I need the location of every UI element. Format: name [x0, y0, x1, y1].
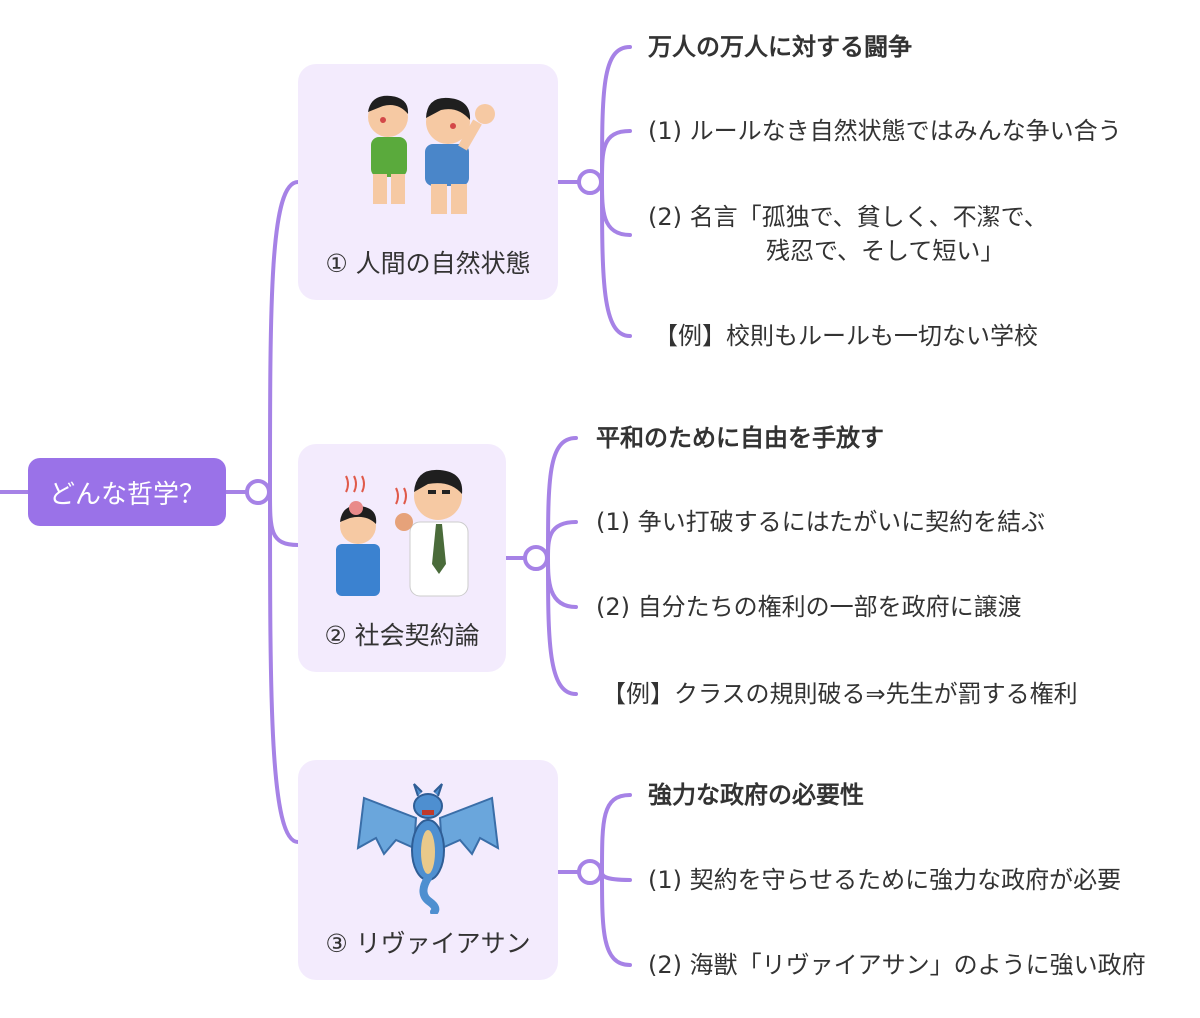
leaf-line-1: (2) 名言「孤独で、貧しく、不潔で、 — [648, 203, 1048, 231]
scolding-teacher-illustration — [336, 469, 469, 597]
branch-2-node — [523, 545, 549, 571]
leaf-item: (1) 契約を守らせるために強力な政府が必要 — [648, 866, 1122, 894]
branch-label: ③ リヴァイアサン — [325, 929, 531, 958]
branch-label: ② 社会契約論 — [324, 621, 480, 650]
leaf-item: 強力な政府の必要性 — [648, 781, 864, 809]
branch-card-leviathan[interactable]: ③ リヴァイアサン — [298, 760, 558, 980]
branch-card-social-contract[interactable]: ② 社会契約論 — [298, 444, 506, 672]
leaf-item: 平和のために自由を手放す — [596, 424, 884, 452]
leaf-item: (1) ルールなき自然状態ではみんな争い合う — [648, 117, 1122, 145]
leaf-item-multiline: (2) 名言「孤独で、貧しく、不潔で、 残忍で、そして短い」 — [648, 200, 1048, 268]
branch-card-natural-state[interactable]: ① 人間の自然状態 — [298, 64, 558, 300]
branch-1-node — [577, 169, 603, 195]
leaf-item: (1) 争い打破するにはたがいに契約を結ぶ — [596, 508, 1046, 536]
leaf-item: 【例】クラスの規則破る⇒先生が罰する権利 — [602, 680, 1078, 708]
branch-3-node — [577, 859, 603, 885]
fighting-boys-illustration — [368, 95, 495, 214]
leaf-item: (2) 海獣「リヴァイアサン」のように強い政府 — [648, 951, 1146, 979]
leaf-item: 万人の万人に対する闘争 — [648, 33, 912, 61]
leaf-item: 【例】校則もルールも一切ない学校 — [654, 322, 1038, 350]
root-hub-node — [245, 479, 271, 505]
dragon-illustration — [356, 783, 500, 914]
root-node[interactable]: どんな哲学？ — [28, 458, 226, 526]
leaf-line-2: 残忍で、そして短い」 — [766, 237, 1005, 265]
leaf-item: (2) 自分たちの権利の一部を政府に譲渡 — [596, 593, 1022, 621]
branch-label: ① 人間の自然状態 — [325, 249, 531, 278]
root-label: どんな哲学？ — [48, 479, 205, 510]
